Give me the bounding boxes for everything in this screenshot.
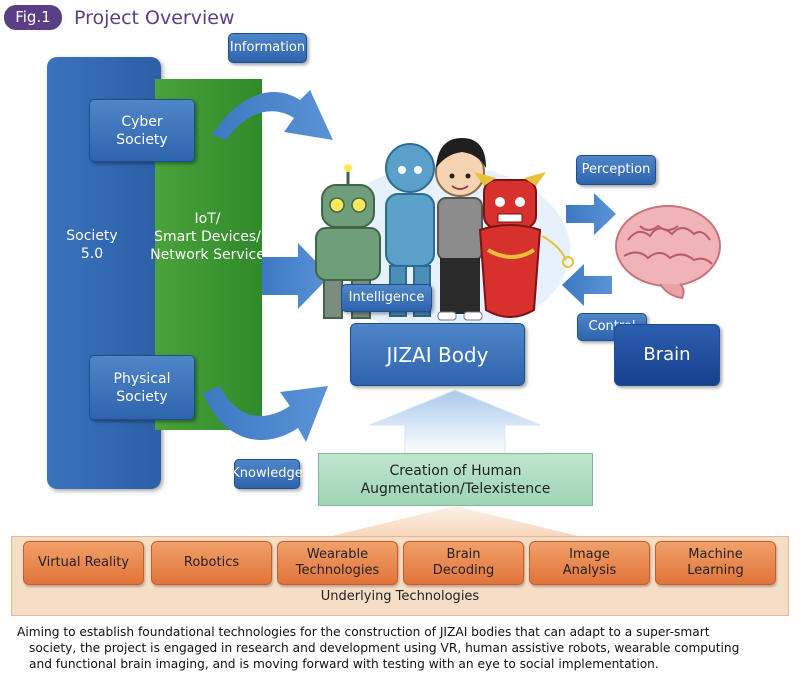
figure-title: Project Overview <box>74 7 235 29</box>
iot-label: IoT/ Smart Devices/ Network Service <box>150 211 265 263</box>
technologies-up-arrow-icon <box>332 506 578 536</box>
information-label: Information <box>228 33 307 63</box>
red-robot-icon <box>474 172 574 318</box>
intelligence-arrow-icon <box>262 243 330 309</box>
tech-image-analysis: Image Analysis <box>529 541 650 585</box>
perception-label: Perception <box>576 155 656 185</box>
underlying-technologies-label: Underlying Technologies <box>320 589 480 604</box>
society-5-label: Society 5.0 <box>66 228 118 262</box>
tech-virtual-reality: Virtual Reality <box>23 541 144 585</box>
knowledge-arrow-icon <box>203 386 328 442</box>
physical-society-box: Physical Society <box>89 355 195 420</box>
figure-caption: Aiming to establish foundational technol… <box>17 624 797 672</box>
creation-box: Creation of Human Augmentation/Telexiste… <box>318 453 593 506</box>
human-avatar-icon <box>435 138 486 321</box>
tech-wearable-technologies: Wearable Technologies <box>277 541 398 585</box>
figure-number-badge: Fig.1 <box>4 5 62 30</box>
perception-arrow-icon <box>566 193 616 235</box>
intelligence-label: Intelligence <box>341 284 432 312</box>
tech-robotics: Robotics <box>151 541 272 585</box>
caption-line-1: Aiming to establish foundational technol… <box>17 625 710 639</box>
tech-machine-learning: Machine Learning <box>655 541 776 585</box>
tech-brain-decoding: Brain Decoding <box>403 541 524 585</box>
caption-line-2: society, the project is engaged in resea… <box>29 641 740 655</box>
cyber-society-box: Cyber Society <box>89 99 195 162</box>
brain-box: Brain <box>614 324 720 386</box>
control-arrow-icon <box>562 264 612 306</box>
knowledge-label: Knowledge <box>231 459 303 489</box>
caption-line-3: and functional brain imaging, and is mov… <box>29 657 659 671</box>
information-arrow-icon <box>212 90 333 140</box>
brain-icon <box>615 205 721 300</box>
jizai-body-box: JIZAI Body <box>350 323 525 386</box>
